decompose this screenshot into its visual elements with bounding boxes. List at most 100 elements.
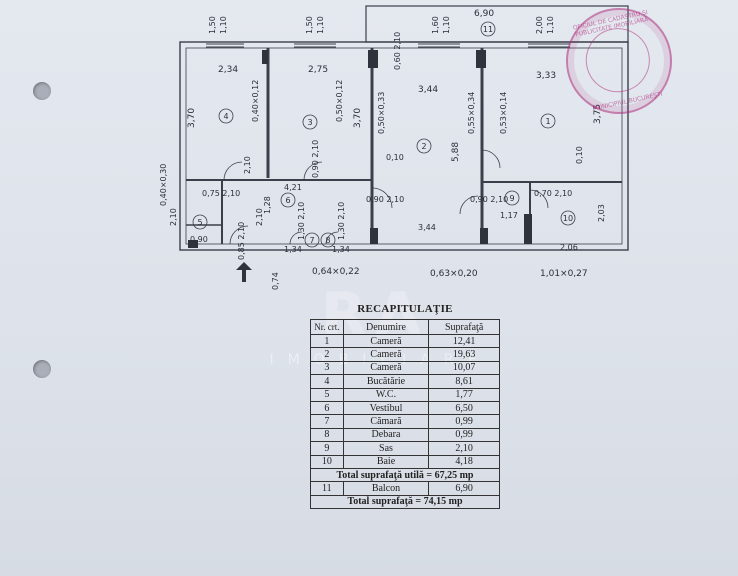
dim-label: 3,70	[353, 108, 363, 128]
door-label: 0,85 2,10	[237, 222, 246, 260]
dim-label: 0,90	[190, 235, 208, 244]
dim-label: 6,90	[474, 9, 494, 19]
room-number: 8	[325, 236, 330, 245]
cell-area: 10,07	[428, 360, 500, 376]
dim-label: 3,75	[593, 104, 603, 124]
cell-nr: 7	[310, 414, 344, 429]
cell-area: 8,61	[428, 374, 500, 389]
room-number: 2	[421, 142, 426, 151]
dim-label: 2,06	[560, 243, 578, 252]
door-label: 0,60 2,10	[393, 32, 402, 70]
room-markers: 1 2 3 4 5 6 7 8 9 10 11	[192, 21, 576, 248]
cell-area: 4,18	[428, 454, 500, 469]
cell-area: 0,99	[428, 427, 500, 443]
total-useful-row: Total suprafaţă utilă = 67,25 mp	[310, 467, 500, 483]
dim-label: 1,10	[442, 16, 451, 34]
cell-name: Baie	[342, 454, 430, 469]
dim-label: 0,10	[386, 153, 404, 162]
dim-label: 3,33	[536, 71, 556, 81]
dim-label: 1,50	[208, 16, 217, 34]
door-label: 0,75 2,10	[202, 189, 240, 198]
dim-label: 4,21	[284, 183, 302, 192]
window-marks	[206, 43, 570, 48]
dim-label: 1,17	[500, 211, 518, 220]
dim-label: 1,30 2,10	[297, 202, 306, 240]
dim-label: 1,10	[546, 16, 555, 34]
room-number: 6	[285, 196, 290, 205]
dim-label: 0,64×0,22	[312, 267, 360, 277]
door-swings	[223, 149, 549, 245]
cell-area: 1,77	[428, 387, 500, 402]
floor-plan: 1,50 1,10 1,50 1,10 1,60 1,10 2,00 1,10 …	[159, 5, 629, 290]
dim-label: 3,44	[418, 85, 438, 95]
cell-nr: 3	[310, 360, 344, 376]
cell-name: Cameră	[342, 333, 430, 349]
dim-label: 1,10	[219, 16, 228, 34]
dim-label: 1,28	[263, 196, 272, 214]
cell-name: Vestibul	[342, 400, 430, 416]
room-number: 1	[545, 117, 550, 126]
door-label: 0,50×0,12	[335, 80, 344, 122]
cell-name: Sas	[342, 441, 430, 456]
cell-name: Balcon	[342, 481, 430, 496]
dim-label: 0,10	[575, 146, 584, 164]
table-header-row: Nr. crt. Denumire Suprafaţă	[310, 319, 500, 335]
door-label: 0,90 2,10	[366, 195, 404, 204]
cell-nr: 6	[310, 400, 344, 416]
door-label: 0,40×0,12	[251, 80, 260, 122]
cell-area: 19,63	[428, 347, 500, 362]
header-nr: Nr. crt.	[310, 319, 344, 335]
dim-label: 1,10	[316, 16, 325, 34]
cell-nr: 1	[310, 333, 344, 349]
door-label: 0,90 2,10	[311, 140, 320, 178]
header-area: Suprafaţă	[428, 319, 500, 335]
dim-label: 0,63×0,20	[430, 269, 478, 279]
room-number: 3	[307, 118, 312, 127]
cell-name: Debara	[342, 427, 430, 443]
room-number: 5	[197, 218, 202, 227]
header-name: Denumire	[342, 319, 430, 335]
door-label: 0,55×0,34	[467, 92, 476, 134]
room-number: 4	[223, 112, 228, 121]
cell-name: Cămară	[342, 414, 430, 429]
dim-label: 1,30 2,10	[337, 202, 346, 240]
dim-label: 0,40×0,30	[159, 164, 168, 206]
door-label: 0,90 2,10	[470, 195, 508, 204]
cell-nr: 11	[310, 481, 344, 496]
dim-label: 1,34	[284, 245, 302, 254]
wall-pillars	[188, 50, 532, 248]
door-label: 0,50×0,33	[377, 92, 386, 134]
dim-label: 1,60	[431, 16, 440, 34]
outer-wall	[179, 41, 629, 251]
dim-label: 2,10	[169, 208, 178, 226]
dim-label: 3,70	[187, 108, 197, 128]
recap-title: RECAPITULAŢIE	[357, 303, 453, 315]
dim-label: 1,50	[305, 16, 314, 34]
punch-hole	[33, 360, 51, 378]
dim-label: 1,01×0,27	[540, 269, 588, 279]
dim-label: 3,44	[418, 223, 436, 232]
room-number: 11	[483, 25, 493, 34]
dim-label: 2,75	[308, 65, 328, 75]
cell-area: 0,99	[428, 414, 500, 429]
cell-area: 6,50	[428, 400, 500, 416]
cell-nr: 5	[310, 387, 344, 402]
dim-label: 2,34	[218, 65, 238, 75]
cell-name: Cameră	[342, 360, 430, 376]
outer-wall-inner	[185, 47, 623, 245]
door-label: 0,53×0,14	[499, 92, 508, 134]
room-number: 7	[309, 236, 314, 245]
cell-name: W.C.	[342, 387, 430, 402]
recap-section: RECAPITULAŢIE Nr. crt. Denumire Suprafaţ…	[310, 303, 500, 510]
punch-hole	[33, 82, 51, 100]
